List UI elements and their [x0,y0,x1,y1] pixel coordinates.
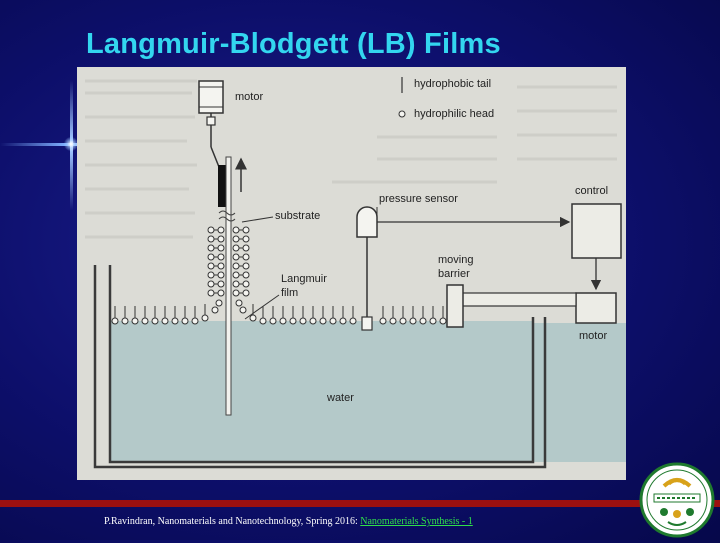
label-hydrophilic-head: hydrophilic head [414,108,494,120]
motor-right [575,292,617,324]
lb-film-diagram: motor substrate [77,67,626,480]
footer-text: P.Ravindran, Nanomaterials and Nanotechn… [104,516,361,527]
control-box [571,203,622,259]
diagram-svg: motor substrate [85,77,626,469]
label-substrate: substrate [275,210,320,222]
lens-flare-horizontal [0,143,110,146]
footer-citation: P.Ravindran, Nanomaterials and Nanotechn… [104,516,473,527]
label-control: control [575,185,608,197]
label-moving: moving [438,254,473,266]
trough [93,265,547,469]
label-langmuir-2: film [281,287,298,299]
label-water: water [326,392,354,404]
background-text-lines [85,79,617,239]
top-motor [198,80,224,114]
label-pressure-sensor: pressure sensor [379,193,458,205]
label-barrier: barrier [438,268,470,280]
footer-red-band [0,500,720,507]
footer-link[interactable]: Nanomaterials Synthesis - 1 [360,516,473,527]
substrate-holder [218,165,226,207]
water-region-right [533,323,626,462]
sensor-float [361,316,373,331]
substrate [225,156,232,416]
university-seal-icon [639,462,715,538]
label-motor-right: motor [579,330,607,342]
deposited-layer-right [232,226,250,314]
substrate-pointer [241,216,274,223]
motor-clamp [206,116,216,126]
label-motor-top: motor [235,91,263,103]
label-hydrophobic-tail: hydrophobic tail [414,78,491,90]
barrier-rod [459,292,577,307]
university-logo [638,462,716,538]
lens-flare-center [64,137,78,151]
langmuir-pointer [244,294,280,320]
label-langmuir-1: Langmuir [281,273,327,285]
moving-barrier [446,284,464,328]
pressure-sensor [356,206,378,238]
water-region [110,321,533,462]
legend-head-icon [398,110,406,118]
deposited-layer-left [207,226,225,314]
slide-title: Langmuir-Blodgett (LB) Films [86,28,501,60]
